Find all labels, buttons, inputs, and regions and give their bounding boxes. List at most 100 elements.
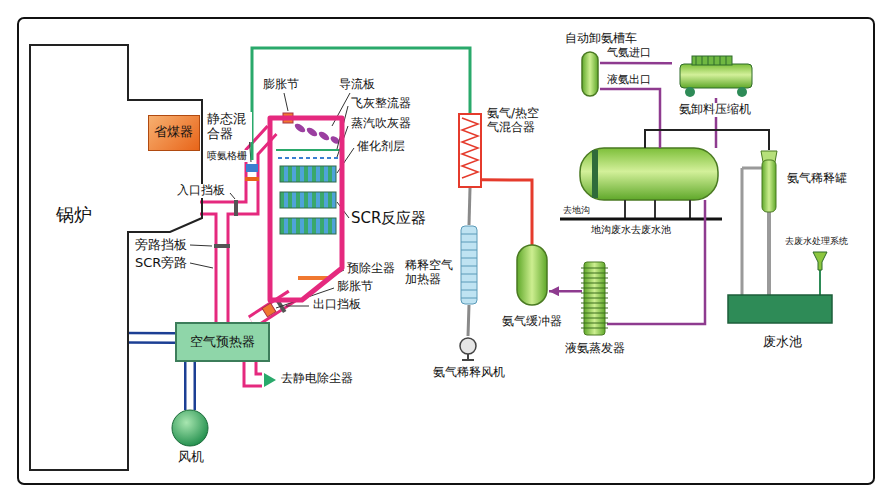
node-label: 液氨蒸发器 — [564, 342, 626, 356]
bypass-duct-inner — [218, 208, 227, 324]
ammonia-tank-truck: 自动卸氨槽车 — [580, 52, 600, 96]
waste-pipe — [742, 168, 762, 295]
nozzle — [654, 200, 656, 218]
node-label: SCR反应器 — [350, 210, 427, 227]
fan-symbol: 风机 — [172, 410, 208, 446]
heater-body — [461, 226, 477, 304]
dilution-air-heater: 稀释空气加热器 — [460, 225, 478, 305]
leader-line — [230, 193, 235, 199]
pipe-connector — [468, 305, 469, 336]
heater-ring — [461, 274, 477, 275]
part-label: 飞灰整流器 — [350, 97, 412, 111]
inlet-damper — [234, 200, 238, 216]
part-label: 去静电除尘器 — [280, 372, 354, 386]
guide-vane — [317, 130, 330, 142]
ash-rectifier — [276, 149, 339, 151]
evaporator-fin — [581, 318, 608, 319]
leader-lines — [190, 93, 354, 308]
air-duct-inner — [128, 334, 175, 341]
part-label: 膨胀节 — [262, 78, 300, 92]
node-label: 废水池 — [762, 335, 803, 350]
catalyst-layer — [280, 192, 336, 208]
part-label: SCR旁路 — [134, 256, 188, 271]
economizer-box: 省煤器 — [148, 115, 200, 151]
fan-wheel — [172, 410, 208, 446]
evaporator-fin — [581, 293, 608, 294]
evaporator-fin — [581, 328, 608, 329]
pipe-connector — [768, 212, 769, 295]
part-label: 液氨出口 — [606, 74, 652, 87]
ammonia-grid — [245, 177, 259, 181]
node-shape — [172, 410, 208, 446]
evaporator-fin — [581, 273, 608, 274]
node-label: 风机 — [177, 450, 205, 465]
pipe-line — [600, 62, 672, 65]
evaporator-fin — [581, 278, 608, 279]
liquid-ammonia-pipe — [600, 89, 660, 148]
steam-soot-blower — [278, 157, 338, 159]
pipe-connector — [549, 291, 582, 292]
part-label: 蒸汽吹灰器 — [350, 117, 412, 131]
evaporator-fin — [581, 283, 608, 284]
node-shape — [238, 112, 345, 305]
tank-body — [762, 160, 776, 212]
heater-ring — [461, 290, 477, 291]
part-label: 导流板 — [338, 78, 376, 92]
leader-line — [286, 306, 309, 307]
part-label: 喷氨格栅 — [206, 150, 248, 162]
motor-fin — [714, 56, 715, 65]
heater-ring — [461, 242, 477, 243]
pipe-connector — [600, 63, 672, 64]
tank-level-gauge — [592, 150, 598, 198]
node-label: 省煤器 — [154, 125, 193, 140]
air-duct-inner — [187, 362, 194, 410]
catalyst-layer — [280, 218, 336, 234]
drain-trench — [560, 218, 722, 221]
node-label: 空气预热器 — [190, 335, 255, 350]
mixer-body — [459, 114, 481, 187]
nozzle — [624, 200, 626, 218]
esp-duct-inner — [250, 360, 264, 380]
part-label: 旁路挡板 — [134, 238, 188, 253]
compressor-body — [680, 64, 752, 88]
heater-ring — [461, 258, 477, 259]
evaporator-fin — [581, 303, 608, 304]
pipe-line — [252, 48, 470, 160]
evaporator-fin — [581, 288, 608, 289]
pipe-connector — [469, 188, 470, 225]
motor-fin — [708, 56, 709, 65]
ammonia-evaporator: 液氨蒸发器 — [582, 262, 607, 335]
node-label: 稀释空气加热器 — [404, 259, 456, 287]
frame — [18, 18, 874, 484]
motor-fin — [726, 56, 727, 65]
node-label: 氨气缓冲器 — [501, 315, 563, 329]
part-label: 预除尘器 — [346, 262, 396, 276]
node-shape — [460, 225, 478, 305]
ammonia-dilution-tank: 氨气稀释罐 — [760, 150, 778, 212]
motor-fin — [696, 56, 697, 65]
tank-nozzles — [625, 200, 690, 218]
dilution-fan: 氨气稀释风机 — [456, 336, 480, 360]
bypass-damper — [214, 244, 230, 248]
nozzle — [689, 200, 691, 218]
heater-ring — [461, 282, 477, 283]
evaporator-fin — [581, 298, 608, 299]
boiler-outline — [30, 45, 202, 470]
wheel — [685, 87, 695, 97]
motor-fin — [702, 56, 703, 65]
dilution-fan-wheel — [460, 338, 476, 354]
node-shape — [458, 113, 482, 188]
tank-body — [582, 52, 598, 96]
pipe-line — [767, 212, 771, 295]
fan-stand — [462, 354, 474, 360]
node-shape — [580, 52, 600, 96]
ammonia-air-mixer: 氨气/热空气混合器 — [458, 113, 482, 188]
evaporator-fin — [581, 323, 608, 324]
node-shape — [582, 262, 607, 335]
scr-reactor: SCR反应器 — [238, 112, 345, 305]
node-shape — [456, 336, 480, 360]
pipe-connector — [252, 48, 470, 160]
node-label: 氨卸料压缩机 — [678, 103, 752, 117]
node-shape — [728, 295, 832, 323]
